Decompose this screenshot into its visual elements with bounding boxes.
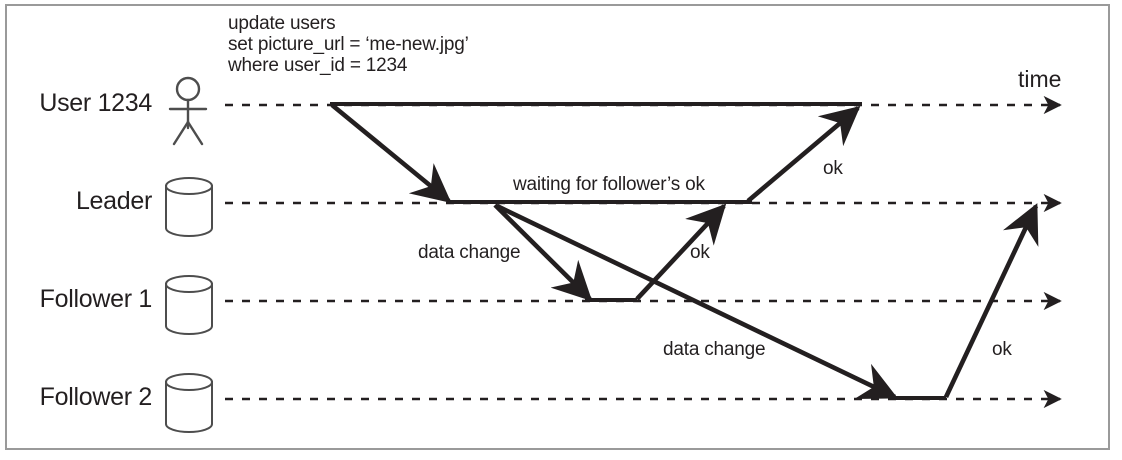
sql-query-line-3: where user_id = 1234 (228, 55, 408, 76)
message-arrow-ok-follower-1-to-leader (635, 203, 727, 301)
sql-query-line-1: update users (228, 13, 336, 34)
message-label-waiting-for-followers-ok: waiting for follower’s ok (513, 174, 705, 195)
participant-label-follower-2: Follower 2 (39, 383, 153, 411)
message-arrow-write-request (330, 103, 452, 203)
message-label-data-change-2: data change (663, 339, 766, 360)
message-arrow-ok-follower-2 (943, 203, 1039, 398)
participant-label-follower-1: Follower 1 (39, 285, 153, 313)
database-cylinder-icon-leader (165, 177, 213, 237)
actor-stick-figure-icon (168, 76, 208, 146)
message-label-data-change-1: data change (418, 242, 521, 263)
time-axis-label: time (1018, 66, 1062, 92)
database-cylinder-icon-follower-1 (165, 275, 213, 335)
message-arrow-data-change-follower-1 (493, 203, 593, 302)
participant-label-user-1234: User 1234 (39, 89, 152, 117)
sql-query-annotation: update users set picture_url = ‘me-new.j… (228, 13, 469, 76)
message-label-ok-2: ok (823, 158, 843, 179)
database-cylinder-icon-follower-2 (165, 373, 213, 433)
message-label-ok-1: ok (690, 242, 710, 263)
message-label-ok-3: ok (992, 339, 1012, 360)
participant-label-leader: Leader (75, 187, 152, 215)
sql-query-line-2: set picture_url = ‘me-new.jpg’ (228, 34, 469, 55)
message-arrow-ok-leader-to-user (746, 105, 861, 203)
message-arrow-data-change-follower-2 (496, 203, 898, 400)
